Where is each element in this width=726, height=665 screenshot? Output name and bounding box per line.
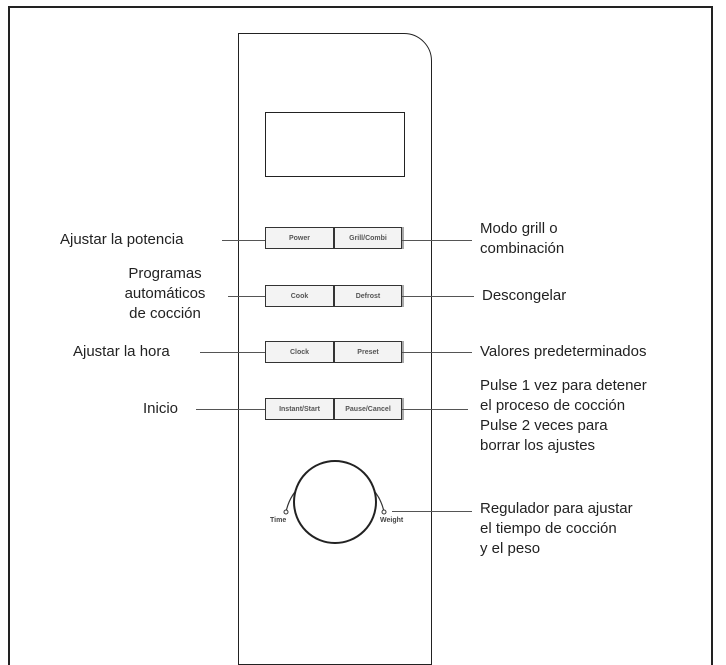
callout-pause-line: Pulse 1 vez para detener xyxy=(480,377,647,394)
callout-cook-line: de cocción xyxy=(129,305,201,322)
dial-knob[interactable] xyxy=(293,460,377,544)
power-button[interactable]: Power xyxy=(265,227,334,249)
leader-preset xyxy=(402,352,472,353)
leader-power xyxy=(222,240,265,241)
cook-button[interactable]: Cook xyxy=(265,285,334,307)
instant-start-button[interactable]: Instant/Start xyxy=(265,398,334,420)
grill-combi-button[interactable]: Grill/Combi xyxy=(334,227,402,249)
callout-pause-line: borrar los ajustes xyxy=(480,437,596,454)
leader-dial xyxy=(392,511,472,512)
callout-power: Ajustar la potencia xyxy=(60,231,184,248)
leader-grill xyxy=(402,240,472,241)
callout-defrost: Descongelar xyxy=(482,287,567,304)
preset-button[interactable]: Preset xyxy=(334,341,402,363)
callout-start: Inicio xyxy=(143,400,179,417)
callout-cook-line: Programas xyxy=(128,265,202,282)
leader-start xyxy=(196,409,265,410)
display-screen xyxy=(265,112,405,177)
pause-cancel-button[interactable]: Pause/Cancel xyxy=(334,398,402,420)
callout-clock: Ajustar la hora xyxy=(73,343,170,360)
leader-defrost xyxy=(402,296,474,297)
callout-pause-line: el proceso de cocción xyxy=(480,397,626,414)
dial-weight-label: Weight xyxy=(380,517,404,524)
callout-dial-line: el tiempo de cocción xyxy=(480,520,617,537)
callout-pause: Pulse 1 vez para detener el proceso de c… xyxy=(480,376,647,456)
callout-grill-line: combinación xyxy=(480,240,565,257)
callout-cook-line: automáticos xyxy=(124,285,206,302)
clock-button[interactable]: Clock xyxy=(265,341,334,363)
callout-dial: Regulador para ajustar el tiempo de cocc… xyxy=(480,499,633,559)
defrost-button[interactable]: Defrost xyxy=(334,285,402,307)
callout-cook: Programas automáticos de cocción xyxy=(105,264,225,324)
leader-pause xyxy=(402,409,468,410)
callout-grill-line: Modo grill o xyxy=(480,220,558,237)
callout-grill: Modo grill o combinación xyxy=(480,219,564,259)
diagram-frame xyxy=(8,6,713,665)
leader-cook xyxy=(228,296,265,297)
callout-dial-line: y el peso xyxy=(480,540,541,557)
callout-dial-line: Regulador para ajustar xyxy=(480,500,633,517)
leader-clock xyxy=(200,352,265,353)
callout-pause-line: Pulse 2 veces para xyxy=(480,417,608,434)
callout-preset: Valores predeterminados xyxy=(480,343,647,360)
dial-time-label: Time xyxy=(270,517,287,524)
